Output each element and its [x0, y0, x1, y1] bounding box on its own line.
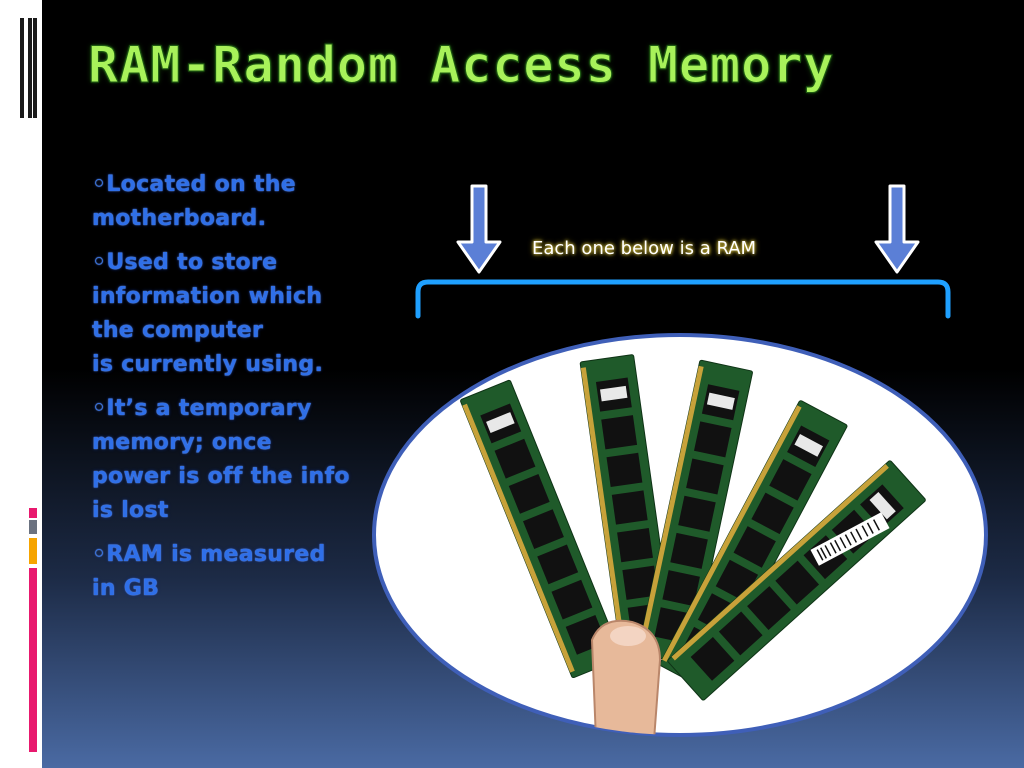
bullet-item: ◦It’s a temporary memory; once power is …	[92, 396, 350, 523]
bullet-item: ◦Located on the motherboard.	[92, 172, 296, 231]
page-title: RAM-Random Access Memory	[87, 36, 835, 95]
accent-orange	[29, 538, 37, 564]
brace-bracket	[415, 279, 951, 319]
accent-pink-long	[29, 568, 37, 752]
down-arrow-icon	[874, 184, 920, 274]
bullet-item: is currently using.	[92, 352, 324, 377]
accent-pink-top	[29, 508, 37, 518]
bullet-list: ◦Located on the motherboard. ◦Used to st…	[92, 168, 352, 616]
down-arrow-icon	[456, 184, 502, 274]
bullet-item: ◦Used to store information which the com…	[92, 250, 323, 343]
bullet-item: ◦RAM is measured in GB	[92, 542, 326, 601]
accent-gray	[29, 520, 37, 534]
ram-caption: Each one below is a RAM	[532, 238, 757, 259]
left-decor-bar	[0, 0, 42, 768]
ram-modules-photo	[372, 333, 988, 737]
